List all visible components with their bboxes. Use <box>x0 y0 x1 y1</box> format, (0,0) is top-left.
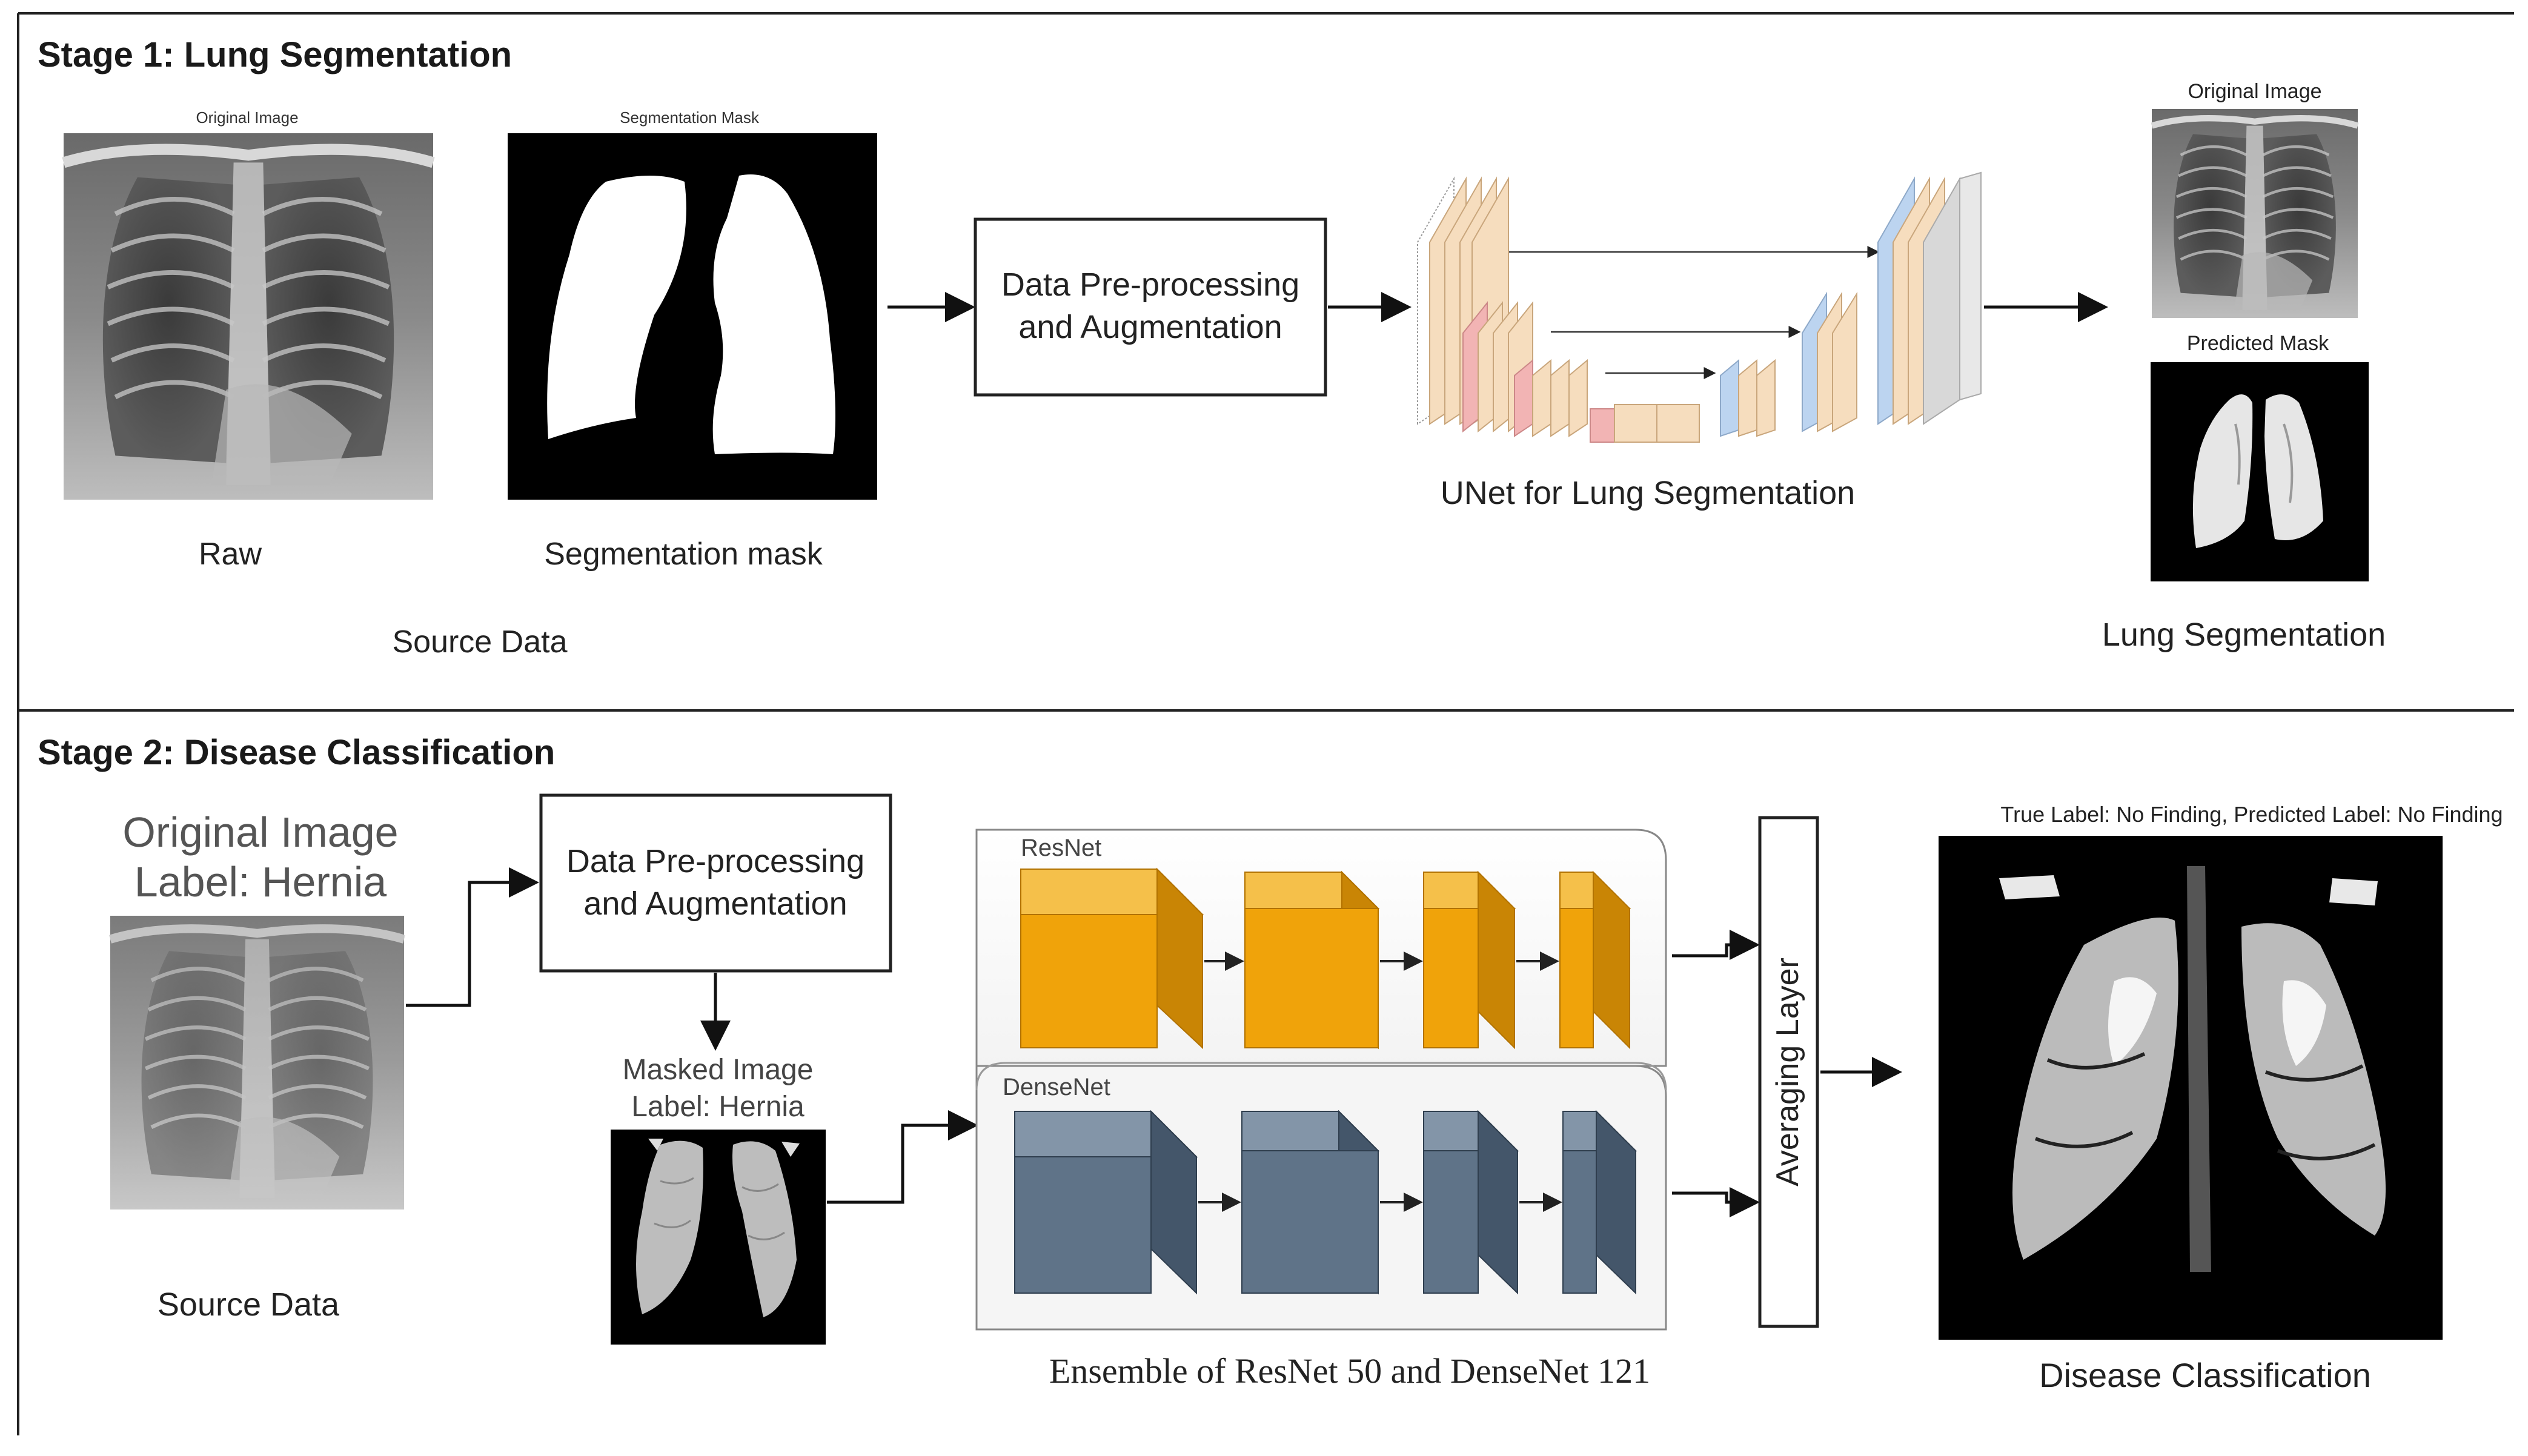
averaging-layer-label: Averaging Layer <box>1770 958 1805 1186</box>
predicted-mask-caption: Predicted Mask <box>2187 332 2329 355</box>
raw-label: Raw <box>199 537 262 572</box>
segmentation-mask-image <box>508 133 877 500</box>
stage2-preprocess-box: Data Pre-processing and Augmentation <box>539 793 892 973</box>
arrow-original-to-preprocess <box>406 867 539 1007</box>
masked-image <box>611 1130 826 1345</box>
masked-image-line1: Masked Image <box>623 1054 814 1086</box>
predicted-mask-image <box>2151 362 2369 581</box>
arrow-densenet-to-averaging <box>1672 1187 1760 1217</box>
stage1-preprocess-box: Data Pre-processing and Augmentation <box>974 217 1327 397</box>
stage2-preprocess-line1: Data Pre-processing <box>566 843 864 879</box>
densenet-label: DenseNet <box>1003 1074 1110 1100</box>
classification-result-caption: True Label: No Finding, Predicted Label:… <box>2000 802 2503 827</box>
raw-xray-image <box>64 133 433 500</box>
arrow-resnet-to-averaging <box>1672 930 1760 960</box>
unet-diagram <box>1417 171 1982 443</box>
stage2-original-line2: Label: Hernia <box>134 858 386 905</box>
unet-label: UNet for Lung Segmentation <box>1441 475 1855 511</box>
stage1-title: Stage 1: Lung Segmentation <box>38 35 512 74</box>
masked-image-line2: Label: Hernia <box>631 1091 805 1123</box>
resnet-blocks <box>1020 867 1631 1050</box>
stage2-preprocess-line2: and Augmentation <box>583 885 847 922</box>
stage2-title: Stage 2: Disease Classification <box>38 733 555 772</box>
stage1-preprocess-line1: Data Pre-processing <box>1001 266 1299 303</box>
averaging-layer-box: Averaging Layer <box>1758 816 1819 1328</box>
lung-segmentation-label: Lung Segmentation <box>2102 617 2386 653</box>
arrow-masked-to-ensemble <box>827 1110 978 1204</box>
stage1-preprocess-line2: and Augmentation <box>1018 309 1282 345</box>
output-original-image <box>2152 109 2358 318</box>
raw-image-caption: Original Image <box>196 108 298 127</box>
stage1-source-data-label: Source Data <box>392 624 567 660</box>
segmentation-mask-label: Segmentation mask <box>544 537 823 572</box>
stage2-original-line1: Original Image <box>122 809 398 856</box>
classification-heatmap-image <box>1939 836 2443 1340</box>
resnet-label: ResNet <box>1021 835 1101 861</box>
mask-image-caption: Segmentation Mask <box>620 108 760 127</box>
stage2-source-data-label: Source Data <box>158 1286 340 1323</box>
stage2-original-xray-image <box>110 916 404 1209</box>
disease-classification-label: Disease Classification <box>2039 1356 2371 1394</box>
output-original-caption: Original Image <box>2188 80 2321 103</box>
densenet-blocks <box>1014 1110 1637 1295</box>
ensemble-label: Ensemble of ResNet 50 and DenseNet 121 <box>1049 1351 1650 1391</box>
